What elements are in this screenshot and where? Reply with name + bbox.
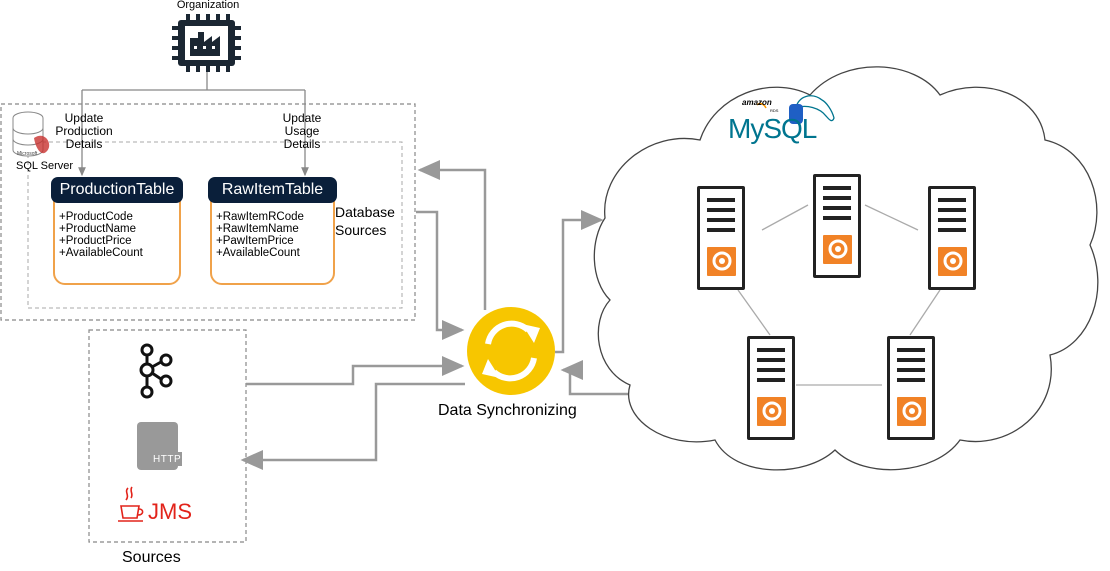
sources-to-sync-arrow: [246, 356, 465, 386]
production-field: +ProductName: [59, 223, 137, 235]
sql-server-icon: [12, 111, 50, 157]
db-to-sync-arrow: [416, 210, 465, 340]
gear-icon: [897, 397, 926, 426]
gear-icon: [707, 247, 736, 276]
server-node: [928, 186, 976, 290]
server-node: [887, 336, 935, 440]
http-label: HTTP: [153, 454, 182, 465]
production-field: +ProductPrice: [59, 235, 132, 247]
sources-box: [88, 329, 247, 543]
sync-icon: [467, 307, 555, 395]
sources-label: Sources: [122, 549, 181, 566]
server-mesh: [737, 204, 941, 386]
sql-server-vendor: Microsoft: [17, 151, 38, 157]
raw-item-table: RawItemTable +RawItemRCode +RawItemName …: [208, 177, 337, 285]
raw-item-field: +AvailableCount: [216, 247, 300, 259]
sync-to-cloud-arrow: [555, 210, 604, 354]
raw-item-field: +PawItemPrice: [216, 235, 294, 247]
http-icon: [137, 422, 182, 470]
amazon-label: amazon: [742, 98, 772, 107]
update-usage-label: Update Usage Details: [282, 111, 322, 151]
sync-to-sources-arrow: [240, 382, 465, 470]
mysql-label: MySQL: [728, 113, 817, 144]
organization-label: Organization: [176, 0, 240, 11]
database-sources-inner-box: [27, 141, 403, 309]
production-table-fields: +ProductCode +ProductName +ProductPrice …: [59, 211, 143, 259]
organization-icon: [172, 14, 241, 72]
raw-item-field: +RawItemRCode: [216, 211, 304, 223]
data-synchronizing-label: Data Synchronizing: [438, 402, 577, 419]
production-table: ProductionTable +ProductCode +ProductNam…: [51, 177, 183, 285]
gear-icon: [938, 247, 967, 276]
production-field: +ProductCode: [59, 211, 133, 223]
gear-icon: [757, 397, 786, 426]
server-node: [697, 186, 745, 290]
raw-item-table-fields: +RawItemRCode +RawItemName +PawItemPrice…: [216, 211, 304, 259]
gear-icon: [823, 235, 852, 264]
jms-icon: [118, 486, 144, 522]
database-sources-label: Database Sources: [335, 204, 395, 238]
cloud-to-sync-arrow: [560, 360, 630, 396]
database-sources-box: [0, 103, 416, 321]
update-production-label: Update Production Details: [55, 111, 113, 151]
kafka-icon: [139, 343, 173, 399]
sync-to-db-arrow: [417, 160, 487, 310]
jms-label: JMS: [148, 499, 192, 524]
production-field: +AvailableCount: [59, 247, 143, 259]
sql-server-label: SQL Server: [16, 160, 74, 172]
raw-item-field: +RawItemName: [216, 223, 299, 235]
rds-label: RDS: [770, 108, 779, 113]
mysql-logo-icon: [756, 95, 835, 124]
server-node: [747, 336, 795, 440]
raw-item-table-title: RawItemTable: [208, 177, 337, 203]
server-node: [813, 174, 861, 278]
production-table-title: ProductionTable: [51, 177, 183, 203]
